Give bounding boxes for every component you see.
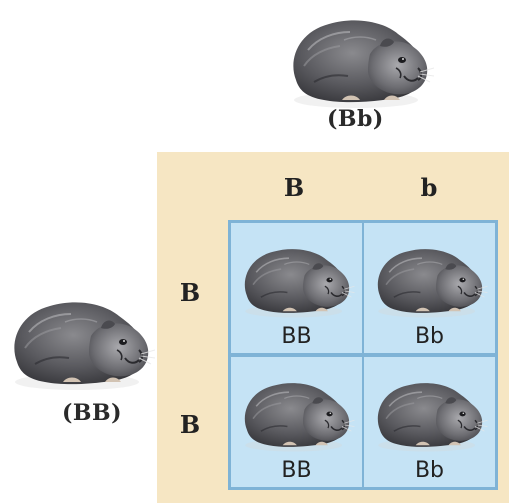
punnett-cell: BB <box>231 357 362 487</box>
guinea-pig-icon <box>237 375 355 453</box>
offspring-genotype: Bb <box>414 458 445 483</box>
punnett-cell: Bb <box>364 223 495 353</box>
male-parent-genotype: (Bb) <box>327 106 384 132</box>
punnett-cell: BB <box>231 223 362 353</box>
top-allele-2: b <box>420 173 438 202</box>
left-allele-2: B <box>179 410 201 439</box>
offspring-genotype: Bb <box>414 324 445 349</box>
offspring-genotype: BB <box>281 324 312 349</box>
punnett-grid: BB Bb BB Bb <box>228 220 498 490</box>
guinea-pig-icon <box>237 241 355 319</box>
guinea-pig-icon <box>370 241 488 319</box>
female-parent-genotype: (BB) <box>62 400 123 426</box>
guinea-pig-icon <box>4 292 156 392</box>
punnett-cell: Bb <box>364 357 495 487</box>
left-allele-1: B <box>179 278 201 307</box>
offspring-genotype: BB <box>281 458 312 483</box>
guinea-pig-icon <box>370 375 488 453</box>
top-allele-1: B <box>283 173 305 202</box>
guinea-pig-icon <box>283 10 435 110</box>
